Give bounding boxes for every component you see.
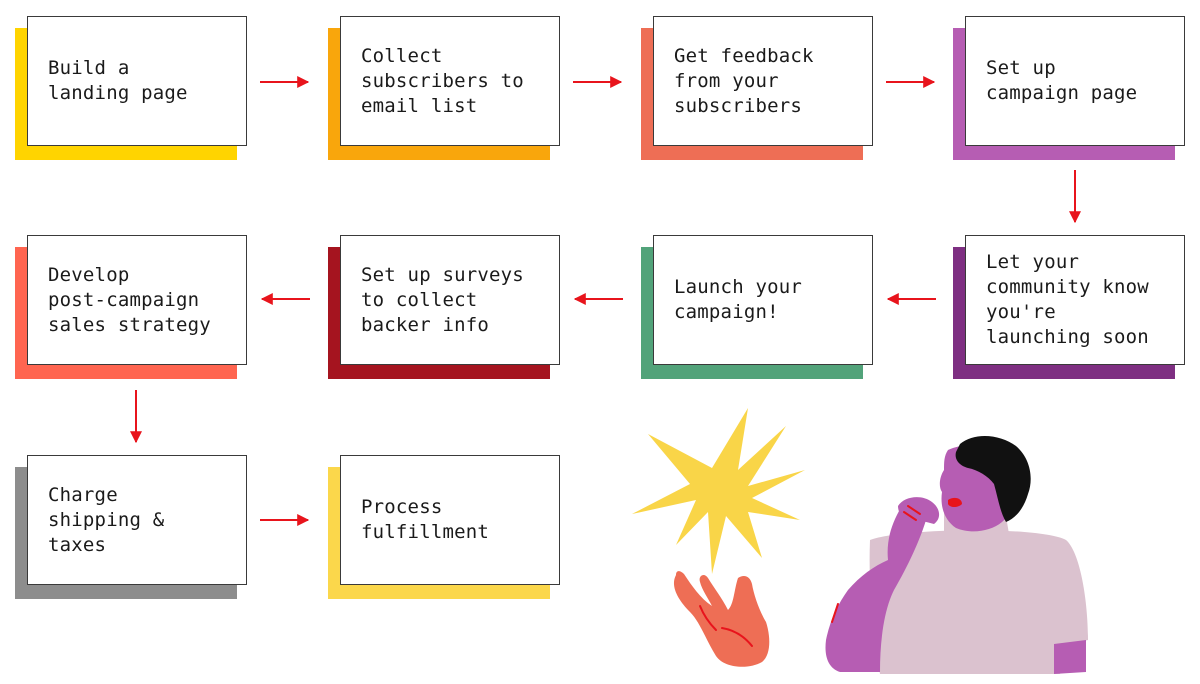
step-build-landing-page: Build a landing page (15, 16, 247, 160)
step-let-community-know: Let your community know you're launching… (953, 235, 1185, 379)
step-card: Get feedback from your subscribers (653, 16, 873, 146)
step-label: Develop post-campaign sales strategy (48, 263, 211, 336)
step-card: Collect subscribers to email list (340, 16, 560, 146)
step-card: Launch your campaign! (653, 235, 873, 365)
person-illustration (825, 435, 1088, 674)
step-charge-shipping: Charge shipping & taxes (15, 455, 247, 599)
step-develop-strategy: Develop post-campaign sales strategy (15, 235, 247, 379)
step-card: Set up surveys to collect backer info (340, 235, 560, 365)
step-launch-campaign: Launch your campaign! (641, 235, 873, 379)
step-label: Let your community know you're launching… (986, 251, 1149, 348)
step-label: Set up campaign page (986, 57, 1138, 104)
step-collect-subscribers: Collect subscribers to email list (328, 16, 560, 160)
step-process-fulfillment: Process fulfillment (328, 455, 560, 599)
step-set-up-campaign-page: Set up campaign page (953, 16, 1185, 160)
open-hand-icon (673, 571, 770, 667)
step-card: Develop post-campaign sales strategy (27, 235, 247, 365)
step-label: Get feedback from your subscribers (674, 44, 814, 117)
step-set-up-surveys: Set up surveys to collect backer info (328, 235, 560, 379)
step-card: Set up campaign page (965, 16, 1185, 146)
step-label: Build a landing page (48, 57, 188, 104)
step-card: Charge shipping & taxes (27, 455, 247, 585)
step-label: Launch your campaign! (674, 276, 803, 323)
step-card: Process fulfillment (340, 455, 560, 585)
step-label: Charge shipping & taxes (48, 483, 165, 556)
step-card: Build a landing page (27, 16, 247, 146)
flow-arrows (130, 76, 1081, 526)
step-label: Set up surveys to collect backer info (361, 263, 524, 336)
step-label: Collect subscribers to email list (361, 44, 524, 117)
star-burst-icon (632, 408, 805, 574)
step-card: Let your community know you're launching… (965, 235, 1185, 365)
step-get-feedback: Get feedback from your subscribers (641, 16, 873, 160)
step-label: Process fulfillment (361, 496, 490, 543)
